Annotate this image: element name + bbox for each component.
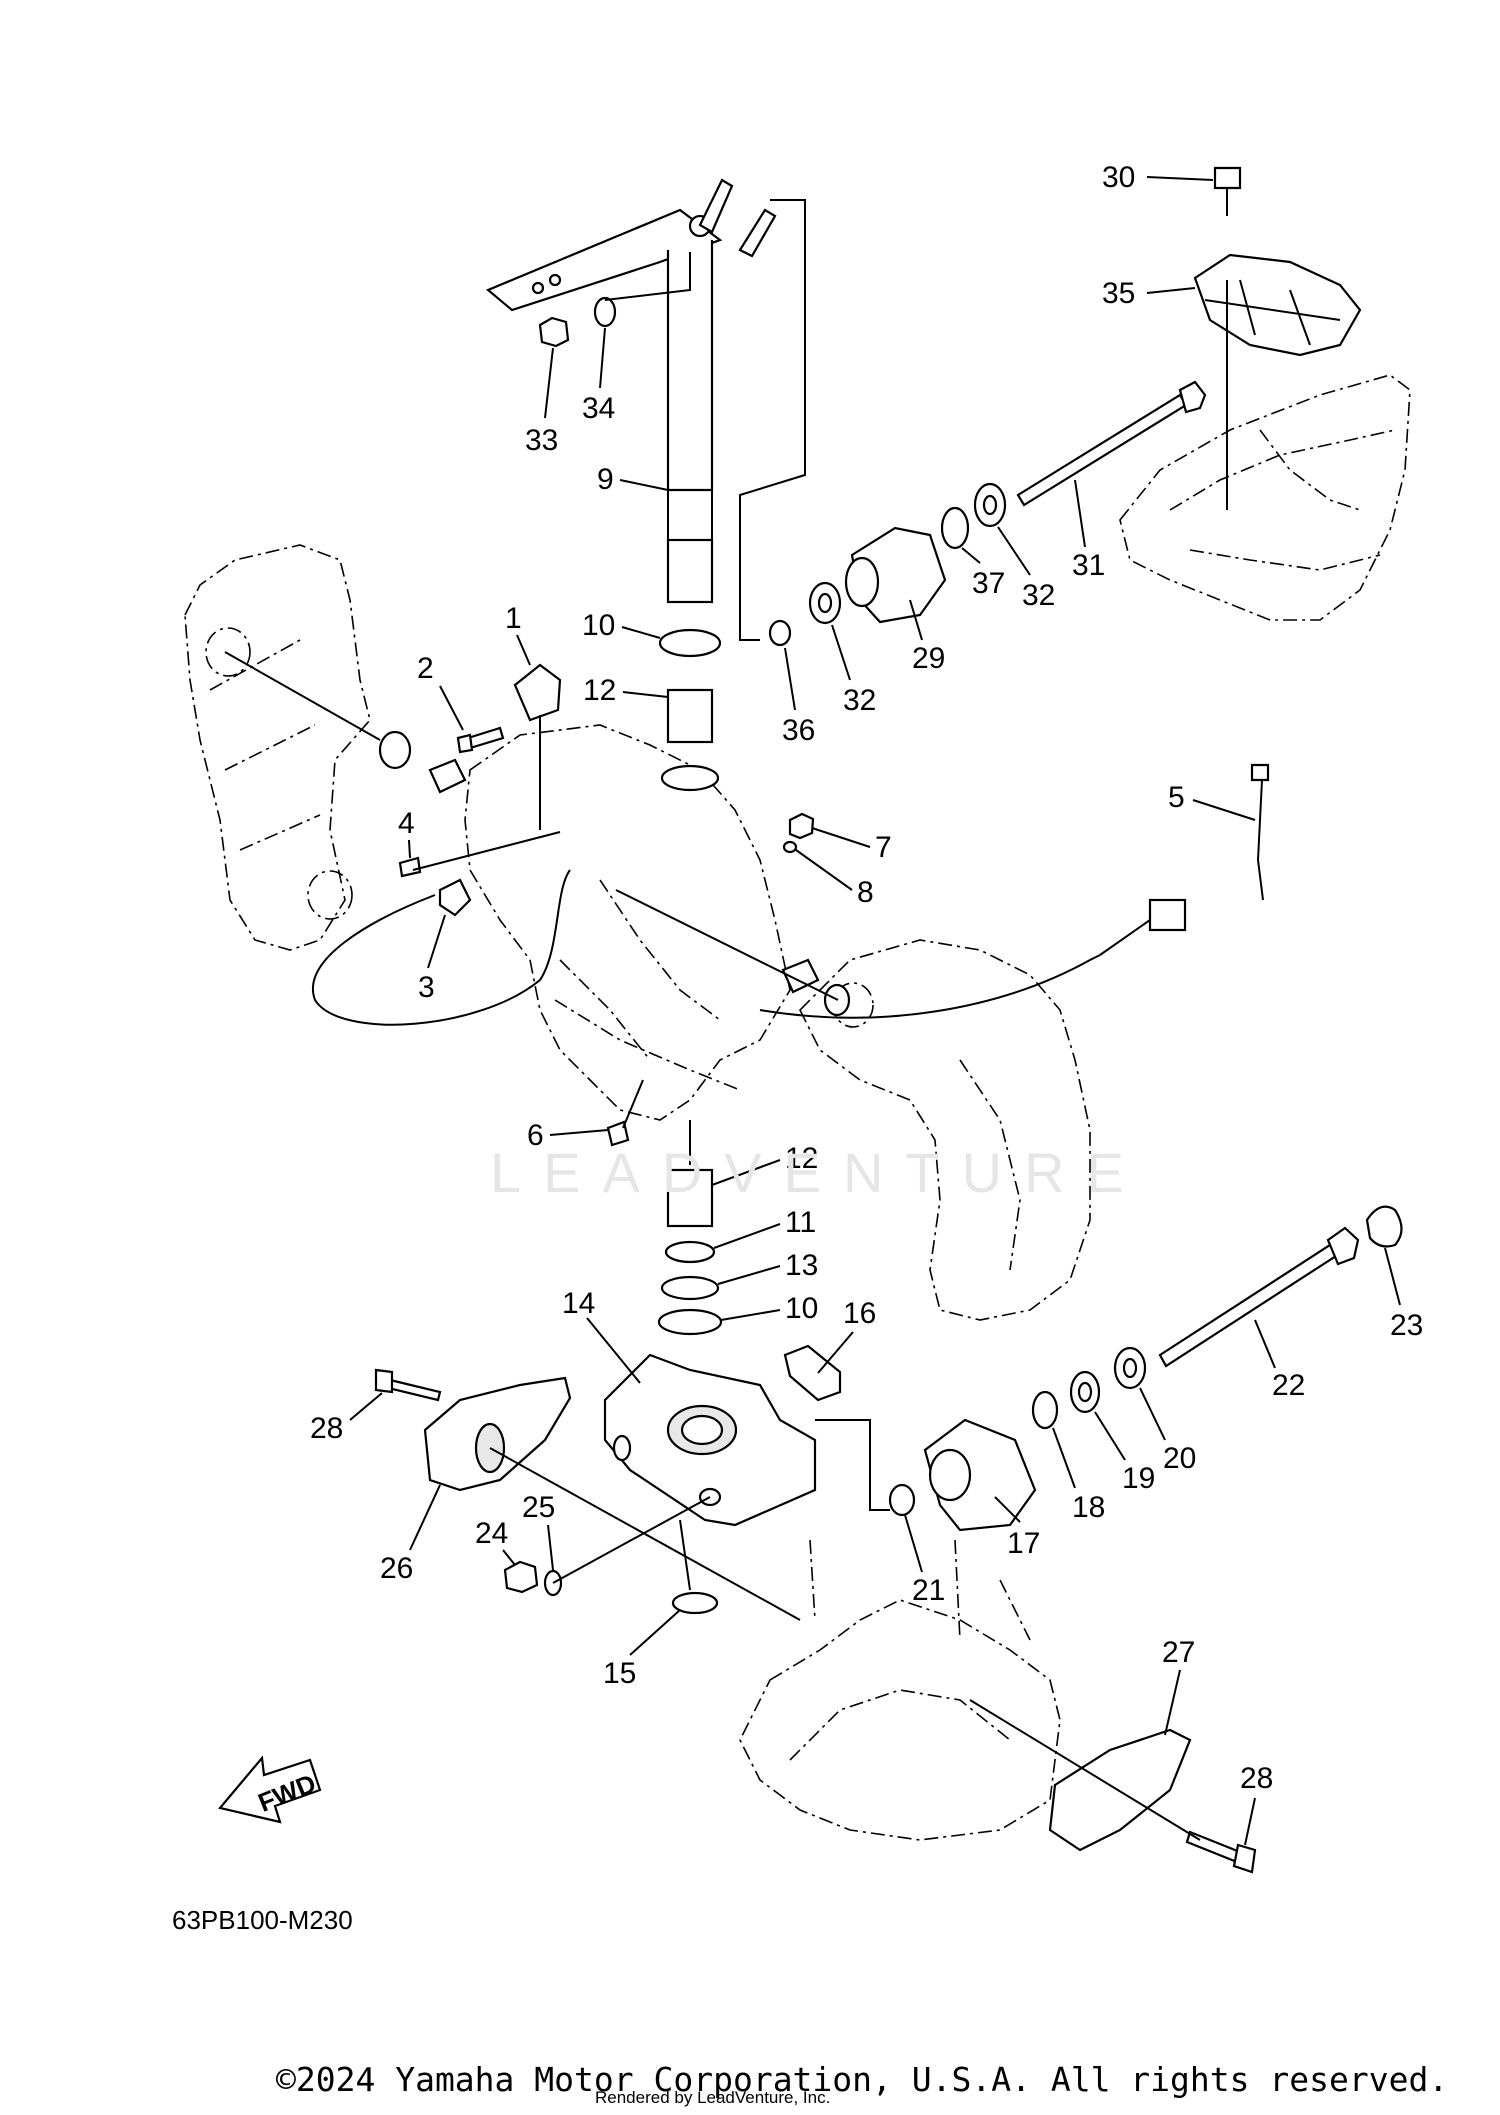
callout-29: 29 [909, 599, 945, 675]
callout-12a: 12 [583, 674, 669, 707]
parts [312, 166, 1403, 1874]
callout-label: 25 [522, 1491, 555, 1524]
callout-label: 27 [1162, 1636, 1195, 1669]
rendered-by-notice: Rendered by LeadVenture, Inc. [595, 2088, 831, 2107]
callout-label: 24 [475, 1517, 508, 1550]
callout-23: 23 [1384, 1247, 1423, 1342]
callout-label: 28 [310, 1412, 343, 1445]
callout-label: 32 [1022, 579, 1055, 612]
callout-27: 27 [1162, 1636, 1195, 1736]
callout-label: 7 [875, 831, 892, 864]
callout-label: 1 [505, 602, 522, 635]
callout-34: 34 [582, 327, 615, 425]
callout-label: 19 [1122, 1462, 1155, 1495]
callout-20: 20 [1139, 1387, 1196, 1475]
callout-10a: 10 [582, 609, 661, 642]
callout-10b: 10 [720, 1292, 818, 1325]
callout-label: 36 [782, 714, 815, 747]
leader-lines [224, 199, 1228, 1841]
callout-32a: 32 [831, 624, 876, 717]
callout-label: 16 [843, 1297, 876, 1330]
callout-label: 2 [417, 652, 434, 685]
callout-35: 35 [1102, 277, 1196, 310]
callout-label: 11 [785, 1206, 816, 1239]
fwd-arrow-icon: FWD [218, 1755, 322, 1824]
callout-label: 5 [1168, 781, 1185, 814]
callout-16: 16 [817, 1297, 876, 1374]
callout-label: 18 [1072, 1491, 1105, 1524]
callout-15: 15 [603, 1609, 681, 1690]
callout-26: 26 [380, 1484, 441, 1585]
callout-label: 37 [972, 567, 1005, 600]
callout-label: 26 [380, 1552, 413, 1585]
callout-32b: 32 [997, 526, 1055, 612]
callout-label: 10 [582, 609, 615, 642]
callout-6: 6 [527, 1119, 609, 1152]
callout-label: 29 [912, 642, 945, 675]
callout-28b: 28 [1240, 1762, 1273, 1846]
callout-28a: 28 [310, 1392, 383, 1445]
callout-36: 36 [782, 647, 815, 747]
callout-label: 34 [582, 392, 615, 425]
callout-label: 35 [1102, 277, 1135, 310]
callout-label: 31 [1072, 549, 1105, 582]
callout-21: 21 [904, 1514, 945, 1607]
callout-label: 9 [597, 463, 614, 496]
callout-label: 12 [785, 1142, 818, 1175]
callout-22: 22 [1254, 1319, 1305, 1402]
copyright-notice: ©2024 Yamaha Motor Corporation, U.S.A. A… [276, 2060, 1449, 2099]
callout-14: 14 [562, 1287, 641, 1384]
callout-label: 23 [1390, 1309, 1423, 1342]
callout-30: 30 [1102, 161, 1214, 194]
watermark: LEADVENTURE [490, 1141, 1146, 1204]
callout-label: 22 [1272, 1369, 1305, 1402]
reference-code: 63PB100-M230 [172, 1905, 353, 1935]
callout-label: 17 [1007, 1527, 1040, 1560]
callout-label: 8 [857, 876, 874, 909]
callout-19: 19 [1094, 1411, 1155, 1495]
callout-label: 6 [527, 1119, 544, 1152]
callout-1: 1 [505, 602, 531, 666]
callout-24: 24 [475, 1517, 516, 1566]
callout-label: 4 [398, 807, 415, 840]
callout-label: 14 [562, 1287, 595, 1320]
callout-17: 17 [994, 1496, 1040, 1560]
callout-3: 3 [418, 914, 446, 1004]
callout-label: 33 [525, 424, 558, 457]
callout-18: 18 [1052, 1427, 1105, 1524]
callout-5: 5 [1168, 781, 1256, 821]
callout-31: 31 [1072, 479, 1105, 582]
callout-11: 11 [713, 1206, 816, 1249]
callout-label: 13 [785, 1249, 818, 1282]
callout-8: 8 [795, 849, 874, 909]
callout-label: 10 [785, 1292, 818, 1325]
callout-4: 4 [398, 807, 415, 859]
callout-label: 28 [1240, 1762, 1273, 1795]
callout-12b: 12 [711, 1142, 818, 1186]
callout-7: 7 [811, 827, 892, 864]
callout-33: 33 [525, 347, 558, 457]
callout-37: 37 [961, 547, 1005, 600]
callouts: 1 2 3 4 5 6 7 8 9 10 10 11 12 12 13 14 1… [310, 161, 1423, 1846]
callout-label: 15 [603, 1657, 636, 1690]
callout-2: 2 [417, 652, 464, 731]
callout-label: 32 [843, 684, 876, 717]
callout-label: 20 [1163, 1442, 1196, 1475]
callout-9: 9 [597, 463, 669, 496]
callout-label: 3 [418, 971, 435, 1004]
callout-13: 13 [717, 1249, 818, 1285]
callout-label: 30 [1102, 161, 1135, 194]
callout-label: 21 [912, 1574, 945, 1607]
phantom-outlines [184, 374, 1411, 1841]
callout-label: 12 [583, 674, 616, 707]
callout-25: 25 [522, 1491, 555, 1571]
